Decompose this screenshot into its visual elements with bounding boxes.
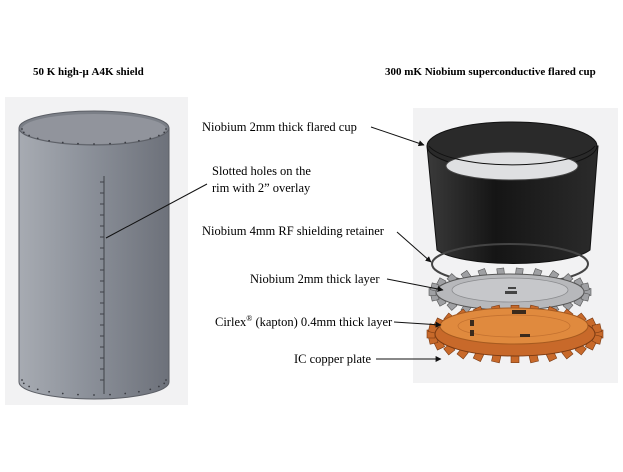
rim-hole	[109, 393, 111, 396]
slotted-holes-label-line2: rim with 2” overlay	[212, 181, 311, 195]
rim-hole	[36, 137, 39, 140]
rim-hole	[48, 139, 51, 142]
rim-hole	[22, 131, 25, 134]
cylinder-top-opening	[18, 110, 170, 146]
rim-hole	[137, 390, 140, 393]
rim-hole	[137, 139, 140, 142]
niobium-layer-disk	[428, 267, 592, 317]
rim-hole	[22, 382, 25, 385]
rim-hole	[165, 379, 167, 381]
rf-retainer-arrow	[396, 231, 432, 263]
flared-cup-arrow	[370, 126, 425, 147]
flared-cup-label: Niobium 2mm thick flared cup	[202, 120, 357, 134]
rim-hole	[165, 128, 167, 130]
rim-hole	[93, 143, 95, 145]
rim-hole	[124, 141, 127, 144]
rim-hole	[77, 393, 79, 396]
rim-hole	[61, 141, 64, 144]
left-title: 50 K high-μ A4K shield	[33, 66, 144, 78]
rim-hole	[21, 379, 23, 381]
cup-inner-opening	[445, 151, 579, 181]
rim-hole	[163, 131, 166, 134]
niobium-layer-arrow	[386, 278, 444, 292]
rim-holes-bottom	[21, 379, 167, 396]
a4k-shield-cylinder	[18, 110, 170, 400]
copper-plate-label: IC copper plate	[294, 352, 372, 366]
rf-retainer-label: Niobium 4mm RF shielding retainer	[202, 224, 385, 238]
rim-hole	[124, 392, 127, 395]
rim-hole	[36, 388, 39, 391]
rim-hole	[149, 137, 152, 140]
slotted-holes-label-line1: Slotted holes on the	[212, 164, 311, 178]
rim-hole	[157, 134, 160, 137]
rim-hole	[28, 134, 31, 137]
rim-hole	[109, 142, 111, 145]
cirlex-arrow	[393, 321, 442, 328]
cirlex-kapton-layer	[439, 307, 589, 345]
rim-hole	[149, 388, 152, 391]
rim-hole	[48, 390, 51, 393]
cirlex-label: Cirlex® (kapton) 0.4mm thick layer	[215, 314, 393, 329]
niobium-layer-label: Niobium 2mm thick layer	[250, 272, 380, 286]
right-title: 300 mK Niobium superconductive flared cu…	[385, 66, 596, 78]
rim-hole	[21, 128, 23, 130]
slotted-holes-leader	[105, 183, 208, 239]
rim-hole	[157, 385, 160, 388]
rim-hole	[77, 142, 79, 145]
rim-holes-top	[21, 128, 167, 145]
seam-slot-ticks	[100, 181, 104, 381]
niobium-flared-cup	[426, 121, 599, 264]
rim-hole	[61, 392, 64, 395]
rim-hole	[28, 385, 31, 388]
rim-hole	[93, 394, 95, 396]
rim-hole	[163, 382, 166, 385]
